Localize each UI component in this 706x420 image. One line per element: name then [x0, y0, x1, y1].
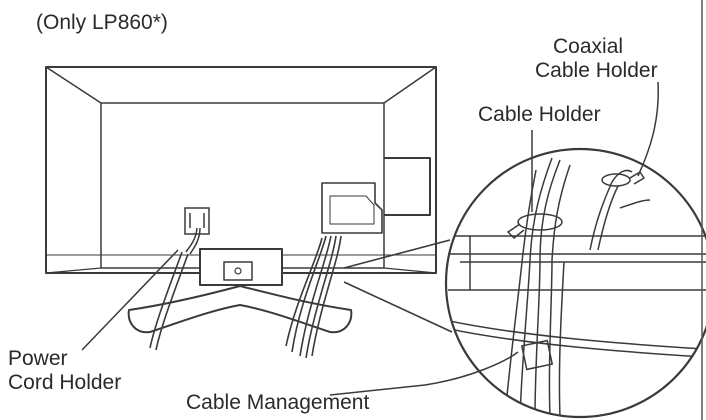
model-note: (Only LP860*) [36, 11, 168, 34]
power-cord-holder-label-line2: Cord Holder [8, 371, 122, 394]
cable-bundle-tv [149, 235, 342, 359]
power-cord-holder-label-line1: Power [8, 347, 68, 370]
tv-stand [127, 248, 353, 334]
leader-lines [81, 81, 659, 396]
zoom-detail-circle [444, 147, 706, 419]
coaxial-cable-holder-label-line1: Coaxial [553, 35, 624, 58]
cable-management-label: Cable Management [186, 391, 370, 414]
zoom-connector [343, 239, 453, 333]
tv-back-panel [45, 66, 437, 274]
power-plug [184, 207, 210, 255]
coaxial-cable-holder-label-line2: Cable Holder [535, 59, 658, 82]
cable-holder-label: Cable Holder [478, 103, 601, 126]
